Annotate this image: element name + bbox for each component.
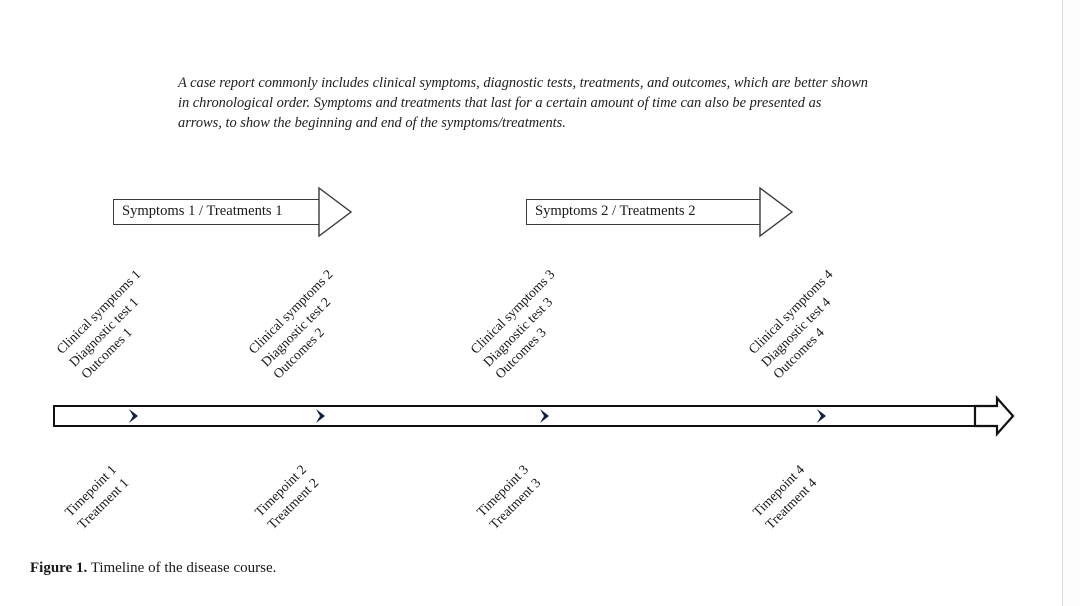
timepoint-2-lower-labels: Timepoint 2 Treatment 2 [251,461,323,533]
timepoint-4-upper-labels: Clinical symptoms 4 Diagnostic test 4 Ou… [745,266,862,383]
timeline-axis-bar [53,405,983,427]
page-edge-divider [1062,0,1063,606]
timeline-arrowhead-icon [973,395,1015,437]
intro-paragraph: A case report commonly includes clinical… [178,75,868,131]
duration-arrow-body [526,199,762,225]
timepoint-3-upper-labels: Clinical symptoms 3 Diagnostic test 3 Ou… [467,266,584,383]
timepoint-1-lower-labels: Timepoint 1 Treatment 1 [61,461,133,533]
timepoint-4-lower-labels: Timepoint 4 Treatment 4 [749,461,821,533]
timepoint-3-lower-labels: Timepoint 3 Treatment 3 [473,461,545,533]
figure-caption-label: Figure 1. [30,560,88,576]
duration-arrow-label: Symptoms 2 / Treatments 2 [535,203,696,219]
timepoint-marker-icon [814,408,832,424]
figure-caption: Figure 1. Timeline of the disease course… [30,560,276,577]
arrow-head-icon [759,186,794,238]
timepoint-marker-icon [537,408,555,424]
duration-arrow-body [113,199,321,225]
timepoint-marker-icon [313,408,331,424]
figure-caption-text: Timeline of the disease course. [87,560,277,576]
duration-arrow-symptoms-1: Symptoms 1 / Treatments 1 [113,186,353,238]
duration-arrow-symptoms-2: Symptoms 2 / Treatments 2 [526,186,794,238]
scroll-gutter[interactable] [1063,0,1080,606]
timepoint-2-upper-labels: Clinical symptoms 2 Diagnostic test 2 Ou… [245,266,362,383]
timepoint-1-upper-labels: Clinical symptoms 1 Diagnostic test 1 Ou… [53,266,170,383]
duration-arrow-label: Symptoms 1 / Treatments 1 [122,203,283,219]
timepoint-marker-icon [126,408,144,424]
arrow-head-icon [318,186,353,238]
